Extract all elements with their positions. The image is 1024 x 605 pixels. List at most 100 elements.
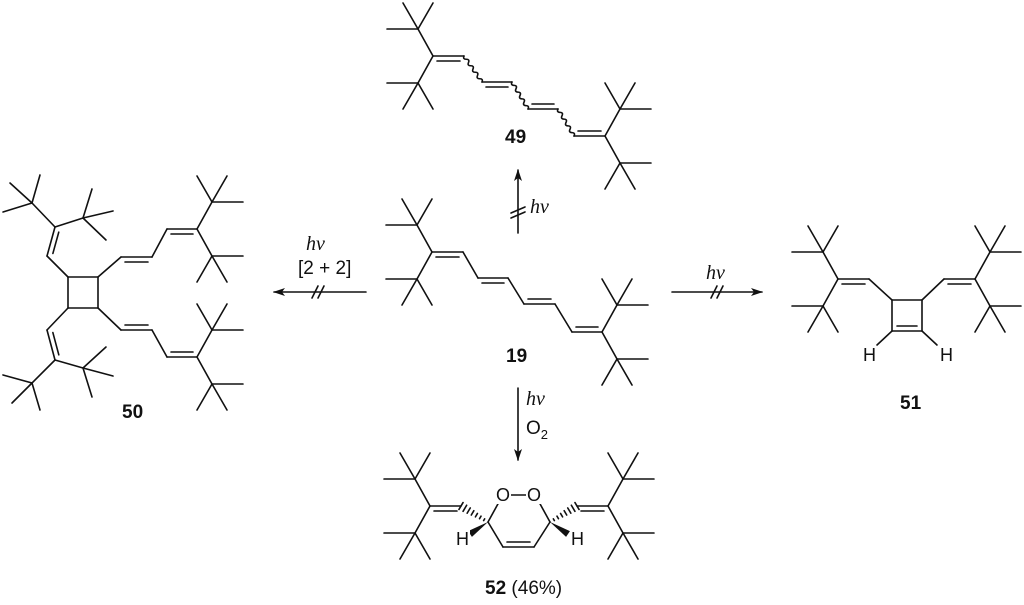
methyl-bond: [211, 175, 228, 203]
methyl-bond: [401, 198, 418, 226]
bond: [46, 307, 69, 331]
methyl-bond: [807, 225, 824, 253]
condition-hv-to-49: hν: [530, 196, 549, 218]
bond: [607, 478, 624, 507]
bond: [607, 505, 624, 534]
condition-hv-to-51: hν: [706, 262, 725, 284]
methyl-bond: [196, 175, 213, 203]
hashed-wedge-line: [482, 518, 486, 522]
compound-label-51: 51: [900, 393, 922, 414]
methyl-bond: [196, 303, 213, 331]
bond: [414, 505, 431, 534]
methyl-bond: [82, 217, 107, 241]
bond: [417, 55, 434, 84]
methyl-bond: [989, 225, 1006, 253]
yield-52: (46%): [511, 578, 563, 599]
blocked-mark: [716, 285, 724, 299]
methyl-bond: [211, 255, 228, 283]
hashed-wedge-line: [466, 507, 472, 514]
wedge-bond: [468, 522, 488, 537]
hashed-wedge-line: [458, 501, 464, 511]
compound-label-50: 50: [122, 402, 144, 423]
compound-label-19: 19: [506, 346, 528, 367]
methyl-bond: [402, 82, 419, 110]
methyl-bond: [607, 452, 624, 480]
bond: [462, 251, 479, 279]
methyl-bond: [82, 188, 93, 219]
double-bond-inner: [52, 231, 60, 255]
hashed-wedge-line: [474, 512, 479, 518]
methyl-bond: [414, 452, 431, 480]
compound-number-52: 52: [485, 578, 507, 599]
methyl-bond: [822, 305, 839, 333]
hashed-wedge-line: [559, 512, 564, 518]
methyl-bond: [417, 82, 434, 110]
bond: [46, 226, 56, 257]
bond: [54, 217, 84, 228]
methyl-bond: [619, 162, 636, 190]
bond: [974, 251, 991, 280]
methyl-bond: [82, 210, 114, 219]
hashed-wedge-line: [478, 515, 482, 520]
blocked-mark: [510, 211, 526, 219]
atom-h-51-right: H: [939, 345, 954, 365]
bond: [533, 521, 551, 548]
wavy-bond: [462, 55, 484, 83]
condition-o2: O2: [526, 418, 548, 442]
atom-o-52-right: O: [526, 485, 543, 505]
bond: [196, 329, 213, 358]
bond: [31, 202, 56, 228]
bond: [604, 135, 621, 164]
bond: [417, 28, 434, 57]
bond: [196, 228, 213, 257]
methyl-bond: [607, 532, 624, 560]
methyl-bond: [11, 382, 33, 404]
methyl-bond: [616, 278, 633, 306]
methyl-bond: [619, 82, 636, 110]
methyl-bond: [414, 532, 431, 560]
bond: [416, 224, 433, 253]
methyl-bond: [9, 182, 33, 204]
methyl-bond: [2, 202, 33, 213]
methyl-bond: [399, 532, 416, 560]
bond: [604, 108, 621, 137]
compound-label-52: 52 (46%): [485, 578, 562, 600]
methyl-bond: [601, 278, 618, 306]
hashed-wedge-line: [552, 518, 556, 522]
methyl-bond: [2, 374, 33, 384]
bond: [921, 330, 938, 346]
wedge-bond: [550, 522, 570, 537]
methyl-bond: [211, 303, 228, 331]
bond: [921, 278, 945, 301]
bond: [974, 278, 991, 307]
bond: [196, 201, 213, 230]
hashed-wedge-line: [570, 504, 576, 513]
methyl-bond: [604, 162, 621, 190]
methyl-bond: [196, 383, 213, 411]
bond: [31, 359, 56, 384]
bond: [46, 329, 56, 361]
blocked-mark: [510, 206, 526, 214]
methyl-bond: [401, 278, 418, 306]
methyl-bond: [31, 174, 41, 204]
wavy-bond: [510, 81, 530, 110]
bond: [822, 251, 839, 280]
bond: [868, 278, 893, 301]
methyl-bond: [601, 358, 618, 386]
bond: [151, 329, 168, 358]
bond: [822, 278, 839, 307]
oxidant: O: [526, 418, 541, 439]
blocked-mark: [317, 285, 325, 299]
methyl-bond: [974, 225, 991, 253]
wavy-bond: [556, 108, 576, 137]
double-bond-inner: [52, 331, 60, 356]
condition-hv-to-50: hν: [306, 233, 325, 255]
bond: [601, 331, 618, 360]
hashed-wedge-line: [556, 515, 560, 520]
methyl-bond: [82, 346, 107, 369]
methyl-bond: [402, 2, 419, 30]
hashed-wedge-line: [566, 507, 572, 514]
blocked-mark: [710, 285, 718, 299]
bond: [414, 478, 431, 507]
